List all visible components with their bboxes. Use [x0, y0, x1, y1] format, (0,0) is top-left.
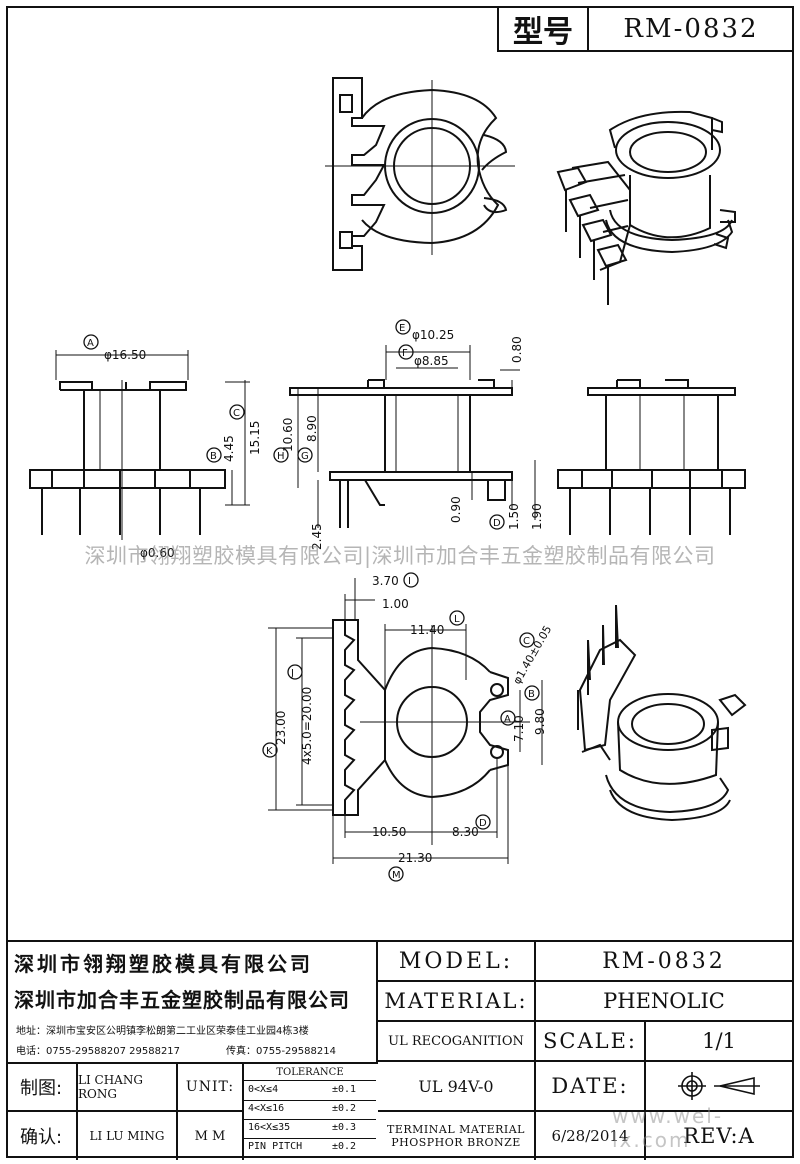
tol-row: PIN PITCH ±0.2 [244, 1138, 376, 1158]
dim-8-90: 8.90 [305, 415, 319, 442]
top-view [325, 77, 515, 271]
iso-view-top [556, 110, 736, 305]
dim-letter-E: E [399, 323, 405, 334]
header-model-label: 型号 [497, 8, 589, 52]
tol-value: ±0.2 [332, 1103, 357, 1114]
front-view [29, 350, 250, 540]
dim-letter-D: D [493, 518, 501, 529]
dim-1-90: 1.90 [530, 503, 544, 530]
dim-letter-J: J [290, 668, 294, 679]
ul-label: UL RECOGANITION [378, 1022, 536, 1062]
company-name-1: 深圳市翎翔塑胶模具有限公司 [14, 952, 313, 976]
dim-letter-A2: A [504, 714, 511, 725]
dim-8-30: 8.30 [452, 825, 479, 839]
dim-10-60: 10.60 [281, 418, 295, 452]
tol-row: 16<X≤35 ±0.3 [244, 1119, 376, 1139]
dim-15-15: 15.15 [248, 421, 262, 455]
terminal-material-label: TERMINAL MATERIAL [387, 1123, 525, 1136]
drawn-by: LI CHANG RONG [78, 1064, 178, 1112]
tolerance-label: TOLERANCE [244, 1064, 376, 1081]
material-value: PHENOLIC [536, 982, 792, 1022]
dim-4-45: 4.45 [222, 435, 236, 462]
model-label: MODEL: [378, 942, 536, 982]
dim-10-25: φ10.25 [412, 328, 454, 342]
ul-value: UL 94V-0 [378, 1062, 536, 1112]
company-fax: 传真：0755-29588214 [226, 1046, 336, 1057]
dim-21-30: 21.30 [398, 851, 432, 865]
scale-label: SCALE: [536, 1022, 646, 1062]
tol-row: 4<X≤16 ±0.2 [244, 1100, 376, 1120]
watermark-site: www.wel-lx.com [612, 1104, 724, 1152]
model-value: RM-0832 [536, 942, 792, 982]
dim-8-85: φ8.85 [414, 354, 449, 368]
tol-row: 0<X≤4 ±0.1 [244, 1081, 376, 1101]
dim-letter-L: L [454, 614, 460, 625]
projection-symbol [646, 1062, 792, 1112]
dim-9-80: 9.80 [533, 708, 547, 735]
dim-7-10: 7.10 [512, 715, 526, 742]
dim-letter-C: C [233, 408, 240, 419]
checked-by: LI LU MING [78, 1112, 178, 1160]
dim-2-45: 2.45 [310, 523, 324, 550]
drawn-label: 制图: [6, 1064, 78, 1112]
dim-11-40: 11.40 [410, 623, 444, 637]
tol-value: ±0.2 [332, 1141, 357, 1152]
date-value: 6/28/2014 [536, 1112, 646, 1160]
dim-letter-M: M [392, 870, 401, 881]
dim-letter-G: G [301, 451, 309, 462]
material-label: MATERIAL: [378, 982, 536, 1022]
technical-drawing: A φ16.50 E φ10.25 F φ8.85 0.80 C 15.15 B… [29, 77, 747, 882]
terminal-material: TERMINAL MATERIAL PHOSPHOR BRONZE [378, 1112, 536, 1160]
dim-letter-I: I [408, 576, 411, 587]
dim-4x5: 4x5.0=20.00 [300, 687, 314, 765]
terminal-material-value: PHOSPHOR BRONZE [391, 1136, 521, 1149]
scale-value: 1/1 [646, 1022, 792, 1062]
dim-1-00: 1.00 [382, 597, 409, 611]
dim-1-40: φ1.40±0.05 [510, 623, 554, 686]
bottom-view [268, 578, 543, 864]
company-name-2: 深圳市加合丰五金塑胶制品有限公司 [14, 988, 350, 1012]
dim-letter-B2: B [528, 689, 535, 700]
unit-value: M M [178, 1112, 244, 1160]
dim-letter-H: H [277, 451, 285, 462]
watermark-text: 深圳市翎翔塑胶模具有限公司|深圳市加合丰五金塑胶制品有限公司 [84, 544, 716, 568]
rev-label: REV:A [683, 1124, 755, 1148]
dim-letter-F: F [402, 348, 408, 359]
dim-letter-A: A [87, 338, 94, 349]
dim-16-50: φ16.50 [104, 348, 146, 362]
unit-label: UNIT: [178, 1064, 244, 1112]
company-phone: 电话：0755-29588207 29588217 [16, 1046, 181, 1057]
date-label: DATE: [536, 1062, 646, 1112]
dim-0-60: φ0.60 [140, 546, 175, 560]
tol-range: PIN PITCH [248, 1141, 303, 1152]
dim-1-50: 1.50 [507, 503, 521, 530]
iso-view-bottom [577, 604, 747, 822]
header-model-value: RM-0832 [587, 8, 793, 52]
dim-letter-K: K [266, 746, 273, 757]
tol-value: ±0.3 [332, 1122, 357, 1133]
company-address: 地址：深圳市宝安区公明镇李松朗第二工业区荣泰佳工业园4栋3楼 [16, 1026, 309, 1037]
tol-range: 16<X≤35 [248, 1122, 291, 1133]
tol-range: 0<X≤4 [248, 1084, 279, 1095]
dim-letter-D2: D [479, 818, 487, 829]
dim-23-00: 23.00 [274, 711, 288, 745]
checked-label: 确认: [6, 1112, 78, 1160]
drawing-frame [6, 6, 794, 1158]
dim-letter-C2: C [523, 636, 530, 647]
dim-letter-B: B [210, 451, 217, 462]
dim-3-70: 3.70 [372, 574, 399, 588]
dim-10-50: 10.50 [372, 825, 406, 839]
third-angle-projection-icon [678, 1072, 760, 1100]
dim-0-90: 0.90 [449, 496, 463, 523]
dim-0-80: 0.80 [510, 336, 524, 363]
end-view [557, 379, 746, 535]
title-block: 深圳市翎翔塑胶模具有限公司 深圳市加合丰五金塑胶制品有限公司 地址：深圳市宝安区… [6, 940, 794, 1160]
tol-range: 4<X≤16 [248, 1103, 285, 1114]
side-view [289, 345, 536, 528]
tol-value: ±0.1 [332, 1084, 357, 1095]
callout-letters [83, 319, 540, 882]
tolerance-table: 0<X≤4 ±0.1 4<X≤16 ±0.2 16<X≤35 ±0.3 PIN … [244, 1081, 376, 1160]
